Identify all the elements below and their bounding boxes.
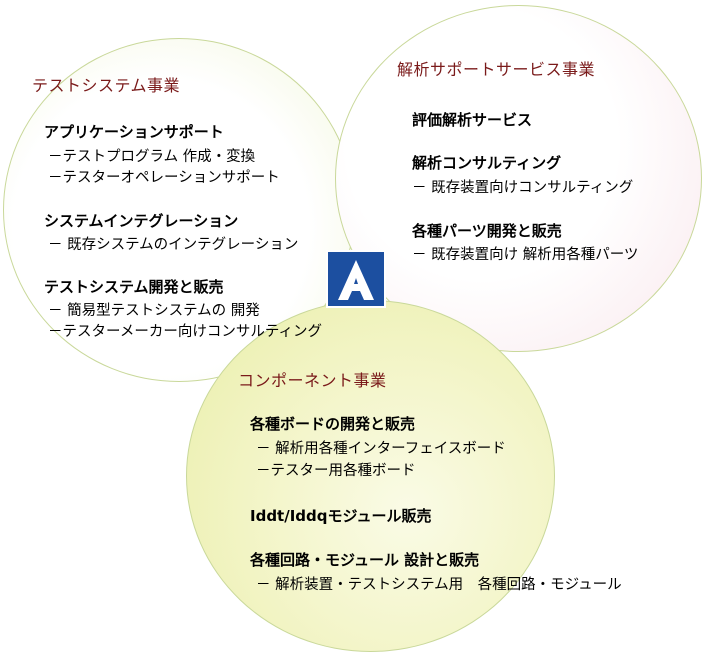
test-item-3-sub-2: －テスターメーカー向けコンサルティング [48,324,323,340]
analysis-item-2-head: 解析コンサルティング [412,154,562,172]
test-item-2-sub-1: － 既存システムのインテグレーション [48,237,299,253]
component-title: コンポーネント事業 [238,371,387,390]
analysis-item-2-sub-1: － 既存装置向けコンサルティング [412,180,634,196]
test-item-1-sub-2: －テスターオペレーションサポート [48,170,280,186]
company-logo [326,250,386,308]
test-item-3-head: テストシステム開発と販売 [44,278,224,296]
component-item-3-sub-1: － 解析装置・テストシステム用 各種回路・モジュール [256,577,622,593]
test-item-1-head: アプリケーションサポート [44,123,224,141]
analysis-item-3-sub-1: － 既存装置向け 解析用各種パーツ [412,247,639,263]
analysis-item-3-head: 各種パーツ開発と販売 [412,222,562,240]
component-item-1-sub-1: － 解析用各種インターフェイスボード [256,441,506,457]
test-item-3-sub-1: － 簡易型テストシステムの 開発 [48,303,260,319]
test-system-title: テストシステム事業 [32,76,181,95]
component-item-3-head: 各種回路・モジュール 設計と販売 [250,551,480,569]
analysis-item-1-head: 評価解析サービス [412,111,533,129]
component-item-1-head: 各種ボードの開発と販売 [250,415,416,433]
test-item-2-head: システムインテグレーション [44,212,239,230]
test-item-1-sub-1: －テストプログラム 作成・変換 [48,149,256,165]
analysis-support-circle [335,5,702,352]
component-item-2-head: Iddt/Iddqモジュール販売 [250,507,432,525]
analysis-support-title: 解析サポートサービス事業 [397,60,596,79]
component-item-1-sub-2: －テスター用各種ボード [256,463,416,479]
